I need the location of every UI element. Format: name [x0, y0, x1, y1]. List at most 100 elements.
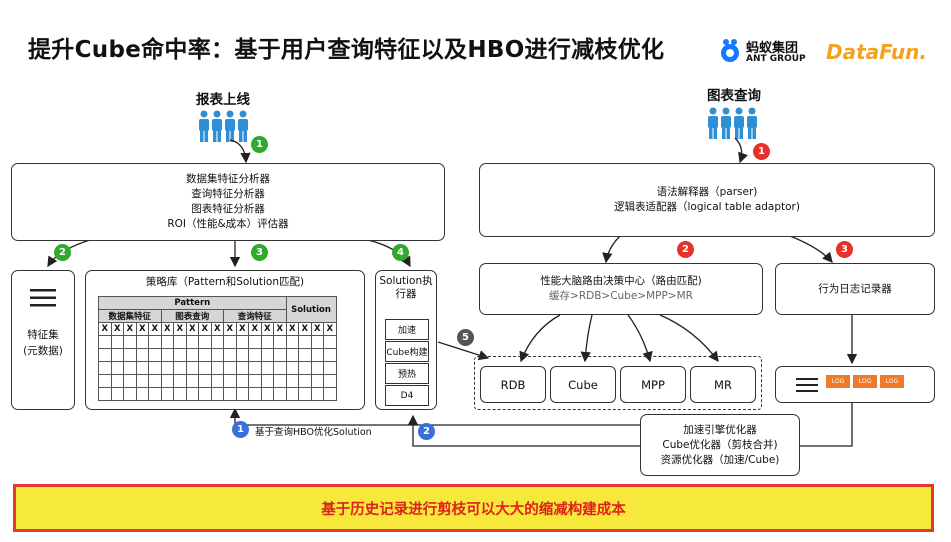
ant-group-logo: 蚂蚁集团 ANT GROUP: [718, 36, 814, 66]
x-mark-cell: X: [148, 322, 162, 336]
empty-cell: [185, 348, 199, 362]
conclusion-banner: 基于历史记录进行剪枝可以大大的缩减构建成本: [13, 484, 934, 532]
empty-cell: [148, 335, 162, 349]
left-heading: 报表上线: [196, 92, 250, 108]
empty-cell: [123, 361, 137, 375]
empty-cell: [323, 348, 337, 362]
empty-cell: [148, 361, 162, 375]
table-subheader-row: 数据集特征图表查询查询特征: [98, 309, 337, 323]
strategy-title: 策略库（Pattern和Solution匹配): [145, 276, 305, 288]
arrow-router-to-cube: [580, 314, 593, 363]
arrow-people-to-parser: [734, 137, 748, 164]
empty-cell: [235, 374, 249, 388]
table-row: [98, 348, 337, 362]
empty-cell: [260, 335, 274, 349]
empty-cell: [98, 335, 112, 349]
empty-cell: [160, 335, 174, 349]
arrow-optimizer-to-executor: [407, 414, 640, 447]
executor-d4[interactable]: D4: [385, 385, 429, 406]
empty-cell: [210, 335, 224, 349]
empty-cell: [260, 374, 274, 388]
router-box: 性能大脑路由决策中心（路由匹配) 缓存>RDB>Cube>MPP>MR: [479, 263, 763, 315]
badge-blue-2: 2: [418, 423, 435, 440]
arrow-router-to-rdb: [519, 314, 561, 363]
x-mark-cell: X: [135, 322, 149, 336]
empty-cell: [273, 361, 287, 375]
x-mark-cell: X: [273, 322, 287, 336]
empty-cell: [110, 387, 124, 401]
datafun-logo: DataFun.: [826, 40, 927, 64]
empty-cell: [248, 348, 262, 362]
page-title: 提升Cube命中率：基于用户查询特征以及HBO进行减枝优化: [28, 37, 665, 63]
empty-cell: [135, 361, 149, 375]
empty-cell: [310, 348, 324, 362]
empty-cell: [210, 374, 224, 388]
empty-cell: [123, 335, 137, 349]
table-row: [98, 374, 337, 388]
empty-cell: [173, 348, 187, 362]
empty-cell: [98, 348, 112, 362]
empty-cell: [310, 335, 324, 349]
optimizer-box: 加速引擎优化器 Cube优化器（剪枝合并) 资源优化器（加速/Cube): [640, 414, 800, 476]
optimizer-cube: Cube优化器（剪枝合并): [662, 438, 778, 451]
empty-cell: [298, 387, 312, 401]
empty-cell: [310, 387, 324, 401]
empty-cell: [123, 374, 137, 388]
badge-red-3: 3: [836, 241, 853, 258]
empty-cell: [273, 335, 287, 349]
empty-cell: [135, 387, 149, 401]
x-mark-cell: X: [285, 322, 299, 336]
people-group-icon-left: [199, 110, 248, 142]
empty-cell: [223, 374, 237, 388]
executor-cube-build[interactable]: Cube构建: [385, 341, 429, 362]
analyzers-box: 数据集特征分析器 查询特征分析器 图表特征分析器 ROI（性能&成本）评估器: [11, 163, 445, 241]
engine-mpp: MPP: [620, 366, 686, 403]
x-mark-cell: X: [248, 322, 262, 336]
people-group-icon-right: [708, 107, 757, 139]
x-mark-cell: X: [298, 322, 312, 336]
solution-header: Solution: [285, 296, 337, 323]
empty-cell: [260, 387, 274, 401]
x-mark-cell: X: [223, 322, 237, 336]
analyzer-chart: 图表特征分析器: [191, 203, 265, 215]
empty-cell: [285, 361, 299, 375]
badge-green-1: 1: [251, 136, 268, 153]
empty-cell: [135, 374, 149, 388]
empty-cell: [198, 335, 212, 349]
executor-preheat[interactable]: 预热: [385, 363, 429, 384]
badge-blue-1: 1: [232, 421, 249, 438]
empty-cell: [223, 387, 237, 401]
x-mark-cell: X: [123, 322, 137, 336]
empty-cell: [160, 387, 174, 401]
badge-red-2: 2: [677, 241, 694, 258]
empty-cell: [148, 387, 162, 401]
empty-cell: [110, 348, 124, 362]
empty-cell: [210, 387, 224, 401]
right-heading: 图表查询: [707, 88, 761, 104]
empty-cell: [98, 361, 112, 375]
empty-cell: [323, 387, 337, 401]
feature-set-label: 特征集: [27, 329, 59, 341]
pattern-header: Pattern: [98, 296, 287, 310]
adaptor-line: 逻辑表适配器（logical table adaptor): [614, 201, 800, 213]
empty-cell: [135, 335, 149, 349]
parser-box: 语法解释器（parser) 逻辑表适配器（logical table adapt…: [479, 163, 935, 237]
analyzer-roi: ROI（性能&成本）评估器: [167, 218, 289, 230]
table-row: [98, 387, 337, 401]
engines-group: RDB Cube MPP MR: [474, 356, 762, 410]
log-entry: LOG: [852, 374, 878, 389]
empty-cell: [185, 387, 199, 401]
parser-line: 语法解释器（parser): [656, 186, 758, 198]
badge-green-2: 2: [54, 244, 71, 261]
empty-cell: [248, 361, 262, 375]
empty-cell: [235, 348, 249, 362]
feedback-label: 基于查询HBO优化Solution: [255, 427, 372, 438]
empty-cell: [148, 374, 162, 388]
empty-cell: [110, 335, 124, 349]
feature-set-box: 特征集 (元数据): [11, 270, 75, 410]
router-title: 性能大脑路由决策中心（路由匹配): [540, 275, 702, 287]
executor-accelerate[interactable]: 加速: [385, 319, 429, 340]
empty-cell: [235, 335, 249, 349]
